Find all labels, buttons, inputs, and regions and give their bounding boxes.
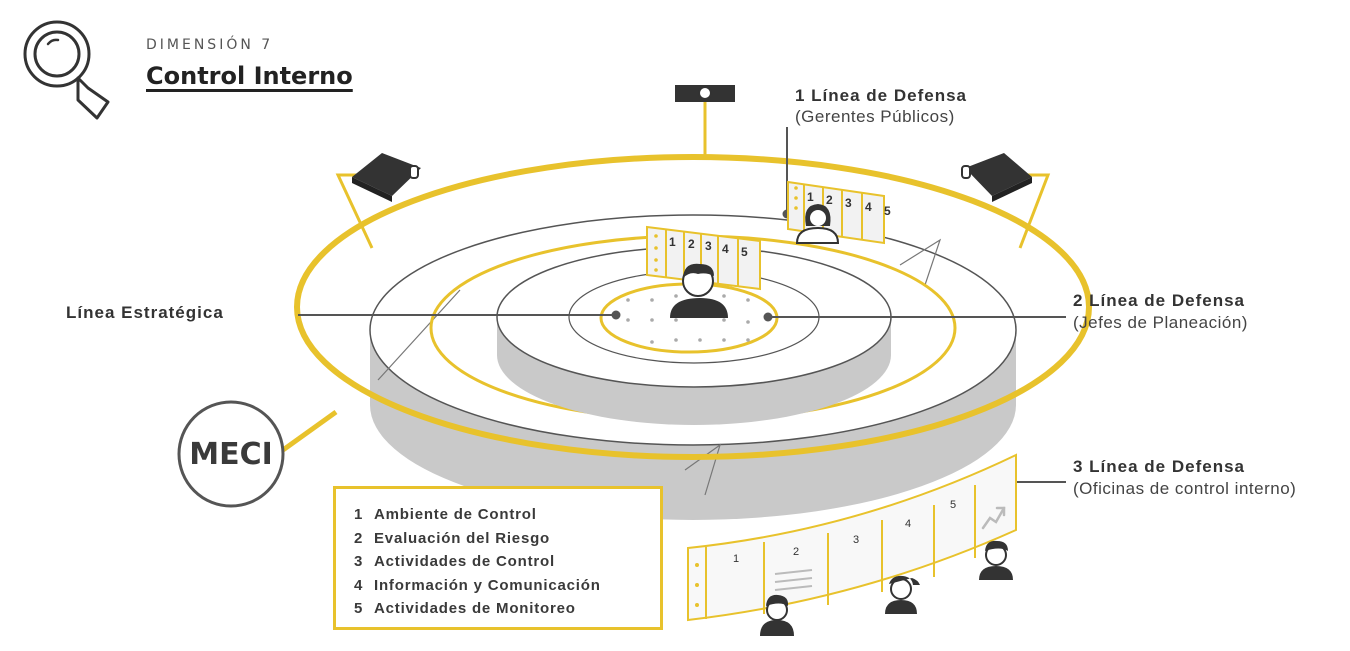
panel-number: 3 (845, 196, 852, 210)
legend-item: 1 Ambiente de Control (354, 503, 660, 527)
security-camera-icon (961, 153, 1032, 202)
panel-first-line-numbers: 1 2 3 4 5 (807, 190, 891, 218)
person-icon (760, 594, 794, 636)
meci-badge (177, 400, 285, 508)
panel-number: 3 (853, 534, 859, 546)
panel-number: 4 (722, 242, 729, 256)
third-line-title: 3 Línea de Defensa (1073, 457, 1246, 476)
person-icon (795, 204, 840, 244)
panel-number: 3 (705, 239, 712, 253)
second-line-title: 2 Línea de Defensa (1073, 291, 1246, 310)
chart-up-icon (981, 506, 1006, 530)
panel-strategic-line-numbers: 1 2 3 4 5 (669, 235, 748, 259)
legend-item-number: 2 (354, 529, 364, 547)
center-dots (626, 294, 750, 344)
panel-number: 1 (733, 553, 739, 565)
meci-label: MECI (189, 437, 273, 472)
panel-number: 4 (905, 518, 911, 530)
legend-item-label: Actividades de Control (374, 553, 555, 570)
legend-item-label: Ambiente de Control (374, 506, 537, 523)
panel-number: 5 (950, 499, 956, 511)
panel-number: 5 (884, 204, 891, 218)
person-icon (979, 540, 1013, 580)
legend-list: 1 Ambiente de Control 2 Evaluación del Rie… (336, 489, 660, 621)
legend-item-number: 3 (354, 553, 364, 570)
strategic-line-label: Línea Estratégica (66, 303, 224, 322)
document-icon (774, 569, 813, 591)
legend-item: 5 Actividades de Monitoreo (354, 597, 660, 621)
first-line-title: 1 Línea de Defensa (795, 86, 968, 105)
legend-item-number: 1 (354, 506, 364, 523)
panel-third-line-numbers: 1 2 3 4 5 (733, 499, 956, 565)
person-icon (670, 263, 728, 318)
outer-yellow-ring (294, 154, 1092, 460)
legend-item-label: Evaluación del Riesgo (374, 529, 551, 547)
panel-number: 4 (865, 200, 872, 214)
legend-item: 3 Actividades de Control (354, 550, 660, 574)
panel-number: 2 (826, 193, 833, 207)
second-line-subtitle: (Jefes de Planeación) (1073, 313, 1248, 332)
legend-item-label: Información y Comunicación (374, 576, 601, 594)
security-camera-icon (352, 153, 421, 202)
legend-item-number: 5 (354, 600, 364, 617)
panel-number: 1 (669, 235, 676, 249)
components-legend: 1 Ambiente de Control 2 Evaluación del Rie… (333, 486, 663, 630)
legend-item-label: Actividades de Monitoreo (374, 600, 576, 617)
magnifier-icon (23, 20, 110, 120)
panel-number: 1 (807, 190, 814, 204)
panel-number: 5 (741, 245, 748, 259)
camera-icon (675, 85, 735, 102)
third-line-subtitle: (Oficinas de control interno) (1073, 479, 1297, 498)
page-title: Control Interno (146, 62, 353, 90)
connector-lines (281, 127, 1066, 483)
panel-number: 2 (793, 546, 799, 558)
legend-item: 2 Evaluación del Riesgo (354, 527, 660, 551)
dimension-label: DIMENSIÓN 7 (146, 37, 274, 53)
legend-item: 4 Información y Comunicación (354, 574, 660, 598)
panel-number: 2 (688, 237, 695, 251)
first-line-subtitle: (Gerentes Públicos) (795, 107, 955, 126)
legend-item-number: 4 (354, 576, 364, 594)
person-icon (885, 575, 920, 614)
